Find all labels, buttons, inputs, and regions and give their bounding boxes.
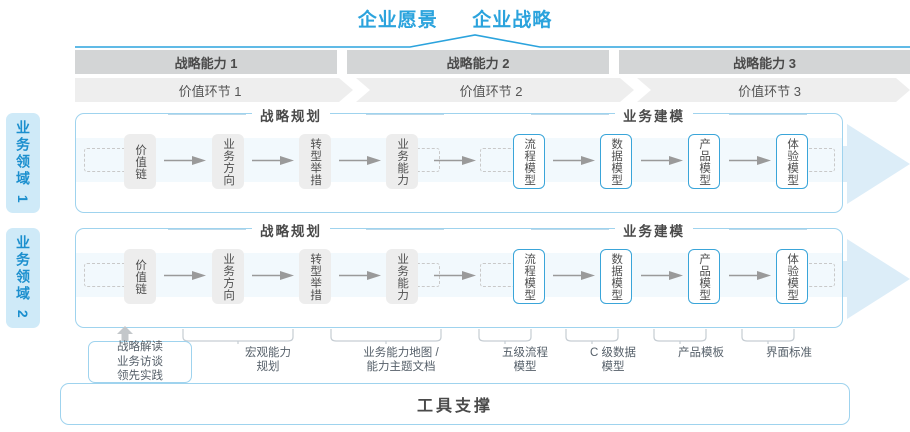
node-modeling-1-2-label: 数据模型	[610, 137, 623, 186]
modeling-rule-right-2	[729, 229, 807, 230]
planning-rule-left-1	[168, 114, 246, 115]
node-modeling-2-2[interactable]: 数据模型	[600, 249, 632, 304]
capability-bar-2-label: 战略能力 2	[446, 55, 510, 71]
node-planning-1-4[interactable]: 业务能力	[386, 134, 418, 189]
ghost-slot-2a	[84, 263, 128, 287]
connector-arrow-2-3	[339, 271, 381, 280]
value-link-bar-2[interactable]: 价值环节 2	[356, 78, 634, 102]
node-planning-1-4-label: 业务能力	[396, 137, 409, 186]
node-modeling-1-2[interactable]: 数据模型	[600, 134, 632, 189]
node-modeling-2-1[interactable]: 流程模型	[513, 249, 545, 304]
node-planning-2-3-label: 转型举措	[309, 252, 322, 301]
connector-arrow-1-2	[252, 156, 294, 165]
node-modeling-2-2-label: 数据模型	[610, 252, 623, 301]
connector-arrow-2-1	[164, 271, 206, 280]
planning-title-2: 战略规划	[252, 220, 330, 240]
node-modeling-1-1[interactable]: 流程模型	[513, 134, 545, 189]
node-modeling-2-3[interactable]: 产品模型	[688, 249, 720, 304]
connector-arrow-2-5	[553, 271, 595, 280]
node-planning-1-1[interactable]: 价值链	[124, 134, 156, 189]
planning-rule-right-1	[366, 114, 444, 115]
title-vision: 企业愿景	[357, 10, 438, 31]
node-planning-1-3[interactable]: 转型举措	[299, 134, 331, 189]
capability-bar-3[interactable]: 战略能力 3	[619, 50, 910, 74]
page-title: 企业愿景 企业战略	[0, 5, 910, 32]
modeling-title-1: 业务建模	[615, 105, 693, 125]
connector-arrow-2-2	[252, 271, 294, 280]
node-modeling-1-3-label: 产品模型	[698, 137, 711, 186]
capability-bar-2[interactable]: 战略能力 2	[347, 50, 609, 74]
note-box-strategy-input[interactable]: 战略解读 业务访谈 领先实践	[88, 341, 192, 383]
note-box-strategy-input-label: 战略解读 业务访谈 领先实践	[117, 340, 163, 383]
value-link-bar-2-label: 价值环节 2	[459, 83, 523, 99]
connector-arrow-2-7	[729, 271, 771, 280]
node-modeling-1-4[interactable]: 体验模型	[776, 134, 808, 189]
node-planning-1-1-label: 价值链	[134, 143, 147, 180]
domain-label-2-text: 业务领域 2	[15, 235, 31, 321]
connector-arrow-1-1	[164, 156, 206, 165]
node-planning-2-2-label: 业务方向	[222, 252, 235, 301]
node-planning-2-1[interactable]: 价值链	[124, 249, 156, 304]
modeling-rule-right-1	[729, 114, 807, 115]
planning-rule-left-2	[168, 229, 246, 230]
node-modeling-2-3-label: 产品模型	[698, 252, 711, 301]
node-planning-1-3-label: 转型举措	[309, 137, 322, 186]
modeling-title-2: 业务建模	[615, 220, 693, 240]
vision-connector-line	[75, 34, 910, 48]
caption-4: C 级数据 模型	[590, 347, 636, 374]
note-up-arrow-icon	[117, 326, 133, 344]
connector-arrow-1-4	[434, 156, 476, 165]
node-planning-2-4-label: 业务能力	[396, 252, 409, 301]
capability-bar-3-label: 战略能力 3	[733, 55, 796, 71]
node-planning-2-2[interactable]: 业务方向	[212, 249, 244, 304]
value-link-bar-3-label: 价值环节 3	[738, 83, 801, 99]
node-modeling-1-1-label: 流程模型	[523, 137, 536, 186]
caption-2: 业务能力地图 / 能力主题文档	[363, 347, 439, 374]
value-link-bar-1-label: 价值环节 1	[178, 83, 242, 99]
caption-6: 界面标准	[766, 347, 812, 359]
planning-rule-right-2	[366, 229, 444, 230]
node-modeling-2-4-label: 体验模型	[786, 252, 799, 301]
domain-label-2[interactable]: 业务领域 2	[6, 228, 40, 328]
node-planning-1-2-label: 业务方向	[222, 137, 235, 186]
domain-row-1: 战略规划 业务建模 价值链 业务方向 转型举措 业务能力 流程模型 数据模型 产…	[75, 105, 843, 213]
caption-1: 宏观能力 规划	[245, 347, 291, 374]
value-link-bar-3[interactable]: 价值环节 3	[637, 78, 910, 102]
node-planning-2-1-label: 价值链	[134, 258, 147, 295]
node-modeling-1-3[interactable]: 产品模型	[688, 134, 720, 189]
tool-support-label: 工具支撑	[416, 398, 493, 415]
domain-label-1[interactable]: 业务领域 1	[6, 113, 40, 213]
connector-arrow-1-5	[553, 156, 595, 165]
modeling-rule-left-1	[531, 114, 609, 115]
node-planning-1-2[interactable]: 业务方向	[212, 134, 244, 189]
node-planning-2-3[interactable]: 转型举措	[299, 249, 331, 304]
node-modeling-1-4-label: 体验模型	[786, 137, 799, 186]
connector-arrow-1-7	[729, 156, 771, 165]
connector-arrow-2-4	[434, 271, 476, 280]
capability-bar-row: 战略能力 1 战略能力 2 战略能力 3	[75, 50, 910, 74]
title-strategy: 企业战略	[472, 10, 553, 31]
domain-row-2: 战略规划 业务建模 价值链 业务方向 转型举措 业务能力 流程模型 数据模型 产…	[75, 220, 843, 328]
capability-bar-1[interactable]: 战略能力 1	[75, 50, 337, 74]
caption-5: 产品模板	[678, 347, 724, 359]
caption-brackets	[182, 329, 795, 344]
modeling-rule-left-2	[531, 229, 609, 230]
node-planning-2-4[interactable]: 业务能力	[386, 249, 418, 304]
caption-3: 五级流程 模型	[502, 347, 548, 374]
connector-arrow-2-6	[641, 271, 683, 280]
domain-label-1-text: 业务领域 1	[15, 120, 31, 206]
tool-support-box[interactable]: 工具支撑	[60, 383, 850, 425]
capability-bar-1-label: 战略能力 1	[174, 55, 238, 71]
value-link-bar-row: 价值环节 1 价值环节 2 价值环节 3	[75, 78, 910, 102]
node-modeling-2-4[interactable]: 体验模型	[776, 249, 808, 304]
connector-arrow-1-6	[641, 156, 683, 165]
planning-title-1: 战略规划	[252, 105, 330, 125]
value-link-bar-1[interactable]: 价值环节 1	[75, 78, 353, 102]
connector-arrow-1-3	[339, 156, 381, 165]
ghost-slot-1a	[84, 148, 128, 172]
node-modeling-2-1-label: 流程模型	[523, 252, 536, 301]
